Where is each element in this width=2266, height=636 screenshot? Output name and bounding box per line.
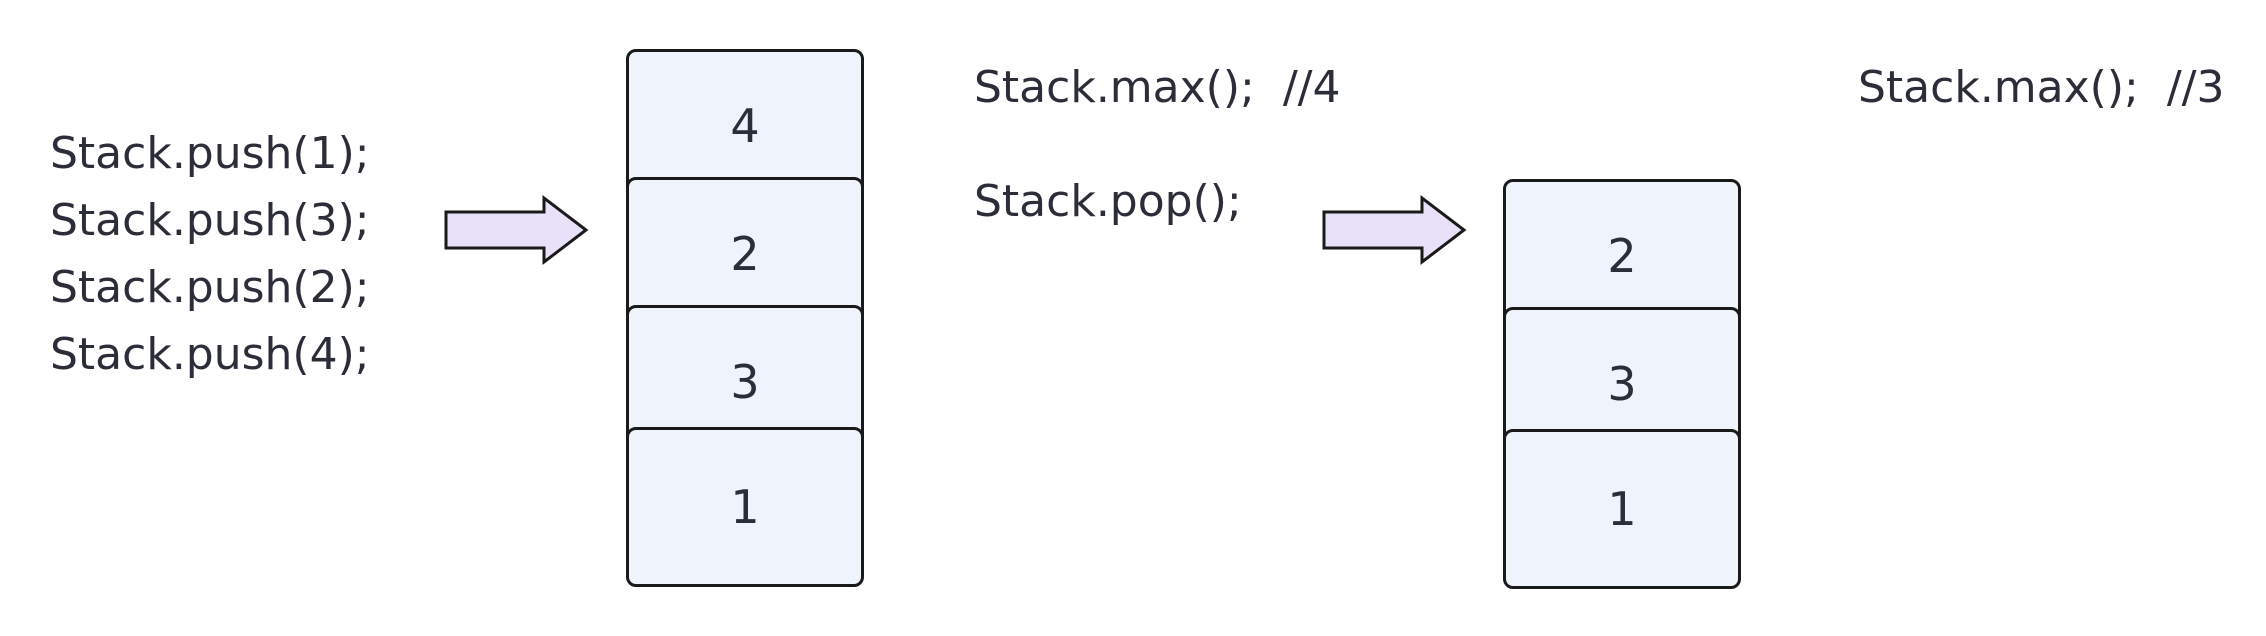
max-call-after: Stack.max();//3 xyxy=(1858,66,2224,110)
cell-value: 2 xyxy=(730,227,760,281)
push-line-4: Stack.push(4); xyxy=(50,329,370,380)
cell-value: 1 xyxy=(730,480,760,534)
cell-value: 4 xyxy=(730,99,760,153)
max-call-before: Stack.max();//4 xyxy=(974,66,1340,110)
arrow-right-icon xyxy=(1322,194,1467,266)
stack-after: 2 3 1 xyxy=(1503,179,1741,591)
max-call-code: Stack.max(); xyxy=(974,62,1255,113)
cell-value: 3 xyxy=(730,355,760,409)
stack-before: 4 2 3 1 xyxy=(626,49,864,589)
stack-after-cell-3: 1 xyxy=(1503,429,1741,589)
stack-before-cell-4: 1 xyxy=(626,427,864,587)
max-call-comment: //4 xyxy=(1282,62,1341,113)
push-line-1: Stack.push(1); xyxy=(50,128,370,179)
max-call-comment: //3 xyxy=(2166,62,2225,113)
pop-call: Stack.pop(); xyxy=(974,176,1242,227)
push-line-2: Stack.push(3); xyxy=(50,195,370,246)
max-call-code: Stack.max(); xyxy=(1858,62,2139,113)
cell-value: 2 xyxy=(1607,229,1637,283)
cell-value: 3 xyxy=(1607,357,1637,411)
push-line-3: Stack.push(2); xyxy=(50,262,370,313)
arrow-right-icon xyxy=(444,194,589,266)
cell-value: 1 xyxy=(1607,482,1637,536)
